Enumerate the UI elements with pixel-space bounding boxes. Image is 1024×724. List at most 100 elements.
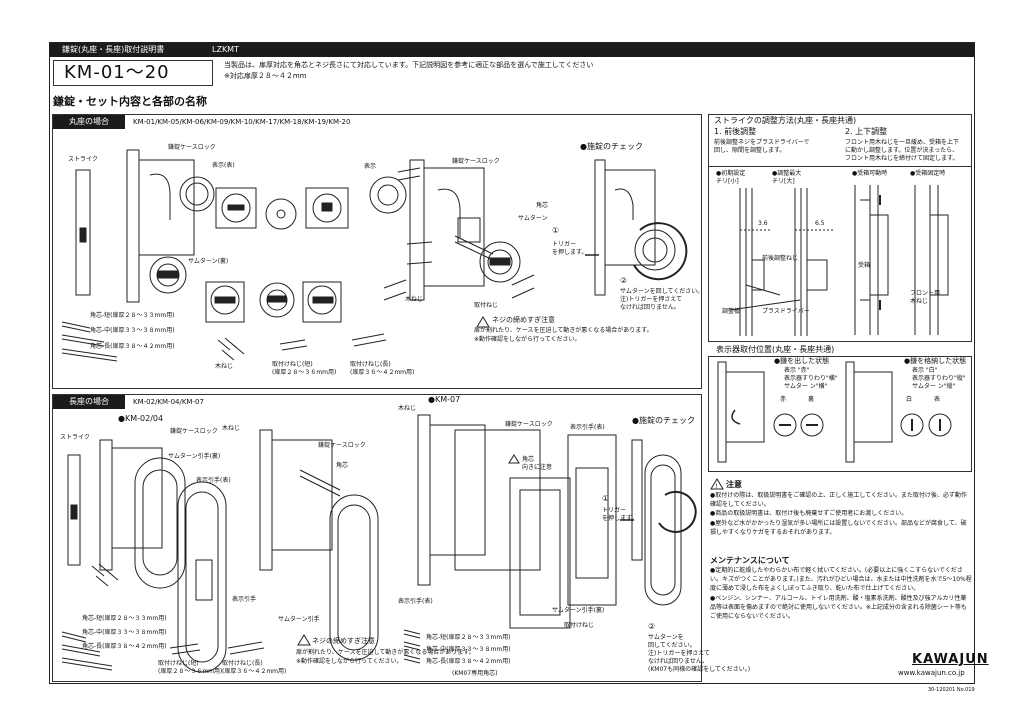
round-section — [52, 114, 702, 389]
round-models: KM-01/KM-05/KM-06/KM-09/KM-10/KM-17/KM-1… — [133, 118, 351, 126]
round-label-front: 表示(表) — [212, 162, 235, 169]
long-label-spindle-mid-km07: 角芯-中(扉厚３３～３８mm用) — [426, 646, 511, 653]
long-label-strike: ストライク — [60, 434, 90, 441]
adjust-label-plate: 調整板 — [722, 308, 741, 315]
round-section-bar: 丸座の場合 — [53, 115, 125, 129]
round-check-step2-num: ② — [620, 276, 628, 285]
adjust-diagram-2-title: ●調整最大 チリ[大] — [772, 170, 802, 185]
doc-number: 30-120201 No.019 — [928, 687, 975, 693]
page-frame — [49, 42, 975, 684]
round-label-screw-long: 取付けねじ(長) (扉厚３６～４２mm用) — [350, 361, 415, 376]
long-check-step1-num: ① — [602, 494, 610, 503]
display-b-back: 表 — [934, 396, 941, 403]
round-label-spindle: 角芯 — [536, 202, 549, 209]
header-bar: 鎌錠(丸座・長座)取付説明書 LZKMT — [50, 43, 974, 57]
long-label-front-pull-2: 表示引手(表) — [570, 424, 605, 431]
long-warn-title: ネジの締めすぎ注意 — [312, 637, 375, 645]
long-label-case-lock: 鎌錠ケースロック — [170, 428, 218, 435]
long-check-title: ●施錠のチェック — [632, 416, 695, 425]
round-label-indicator: 表示 — [364, 163, 377, 170]
doc-title: 鎌錠(丸座・長座)取付説明書 — [62, 45, 165, 54]
display-section — [708, 356, 972, 472]
adjust-diagram-4-title: ●受箱固定時 — [910, 170, 946, 177]
long-label-case-lock-km07: 鎌錠ケースロック — [505, 421, 553, 428]
caution-title: 注意 — [726, 480, 742, 489]
adjust-label-front-screw: フロント用 木ねじ — [910, 290, 941, 305]
round-label-thumbturn-back: サムターン(裏) — [188, 258, 229, 265]
long-label-wood-screw: 木ねじ — [222, 425, 241, 432]
long-label-thumbturn-back: サムターン引手(裏) — [168, 453, 221, 460]
section-heading: 鎌錠・セット内容と各部の名称 — [53, 95, 207, 108]
long-label-spindle-km07: 角芯 — [522, 456, 535, 463]
round-label-screw-short: 取付けねじ(短) (扉厚２８～３６mm用) — [272, 361, 337, 376]
display-a-title: ●鎌を出した状態 — [774, 357, 830, 365]
round-label-spindle-mid: 角芯-中(扉厚３３～３８mm用) — [90, 327, 175, 334]
round-label-spindle-long: 角芯-長(扉厚３８～４２mm用) — [90, 343, 175, 350]
adjust-section — [708, 114, 972, 342]
display-a-back: 裏 — [808, 396, 815, 403]
adjust-dim-2: 6.5 — [815, 220, 825, 227]
display-b-front: 白 — [906, 396, 913, 403]
caution-item-2: ●商品の取扱説明書は、取付け後も廃棄せずご使用者にお渡しください。 — [710, 510, 908, 517]
long-label-wood-screw-km07: 木ねじ — [398, 405, 417, 412]
long-section-bar: 長座の場合 — [53, 395, 125, 409]
round-check-step1-num: ① — [552, 226, 560, 235]
adjust-step1-title: 1. 前後調整 — [714, 127, 757, 136]
adjust-step1-body: 前後調整ネジをプラスドライバーで 回し、隙間を調整します。 — [714, 139, 810, 154]
display-title: 表示器取付位置(丸座・長座共通) — [716, 345, 835, 354]
long-label-thumbturn-pull-2: サムターン引手(裏) — [552, 607, 605, 614]
long-label-km07-note: (KM07専用角芯) — [452, 670, 498, 677]
adjust-label-box: 受箱 — [858, 262, 871, 269]
adjust-dim-1: 3.6 — [758, 220, 768, 227]
long-sub-km07: ●KM-07 — [428, 395, 461, 404]
intro-line-2: ※対応扉厚２８～４２mm — [224, 72, 307, 80]
long-check-step1: トリガー を押します。 — [602, 507, 638, 522]
adjust-label-driver: プラスドライバー — [762, 308, 810, 315]
long-models: KM-02/KM-04/KM-07 — [133, 398, 204, 406]
long-label-thumbturn-pull: サムターン引手 — [278, 616, 320, 623]
adjust-diagram-3-title: ●受箱可動時 — [852, 170, 888, 177]
long-label-screw-long: 取付けねじ(長) (扉厚３６～４２mm用) — [222, 660, 287, 675]
adjust-divider — [709, 166, 971, 167]
round-label-case-lock-2: 鎌錠ケースロック — [452, 158, 500, 165]
round-check-title: ●施錠のチェック — [580, 142, 643, 151]
long-label-screw-short: 取付けねじ(短) (扉厚２８～３６mm用) — [158, 660, 223, 675]
round-warn-title: ネジの締めすぎ注意 — [492, 316, 555, 324]
long-label-mount-screw: 取付けねじ — [564, 622, 595, 629]
model-range: KM-01～20 — [53, 60, 213, 86]
display-a-body: 表示 "赤" 表示器すりわり"横" サムター ン"横" — [784, 367, 838, 390]
intro-line-1: 当製品は、扉厚対応を角芯とネジ長さにて対応しています。下記説明図を参考に適正な部… — [224, 61, 594, 69]
long-label-spindle-mid: 角芯-中(扉厚３３～３８mm用) — [82, 629, 167, 636]
long-check-step2: サムターンを 回してください。 注)トリガーを押さえて なければ回りません。 (… — [648, 634, 751, 673]
round-label-case-lock: 鎌錠ケースロック — [168, 144, 216, 151]
adjust-step2-title: 2. 上下調整 — [845, 127, 888, 136]
caution-item-3: ●屋外など水がかかったり湿気が多い場所には設置しないでください。部品などが腐食し… — [710, 520, 967, 536]
long-label-front-pull: 表示引手 — [232, 596, 257, 603]
round-check-step2: サムターンを回してください。 注)トリガーを押さえて なければ回りません。 — [620, 288, 704, 311]
long-label-front: 表示引手(表) — [196, 477, 231, 484]
long-check-step2-num: ② — [648, 622, 656, 631]
long-label-front-pull-km07: 表示引手(表) — [398, 598, 433, 605]
brand-logo: KAWAJUN — [912, 652, 989, 667]
display-b-title: ●鎌を格納した状態 — [904, 357, 967, 365]
adjust-title: ストライクの調整方法(丸座・長座共通) — [714, 116, 857, 125]
maintenance-item-1: ●定期的に乾燥したやわらかい布で軽く拭いてください。(必要以上に強くこすらないで… — [710, 567, 972, 592]
maintenance-item-2: ●ベンジン、シンナー、アルコール、トイレ用洗剤、酸・塩素系洗剤、酸性及び強アルカ… — [710, 595, 967, 620]
svg-text:!: ! — [716, 483, 718, 490]
round-label-mount-screw: 取付ねじ — [474, 302, 499, 309]
adjust-diagram-1-title: ●初期設定 チリ[小] — [716, 170, 746, 185]
round-label-strike: ストライク — [68, 156, 98, 163]
long-label-direction: 向きに注意 — [522, 464, 553, 471]
long-label-spindle: 角芯 — [336, 462, 349, 469]
long-sub-km02-04: ●KM-02/04 — [118, 414, 164, 423]
round-label-spindle-short: 角芯-短(扉厚２８～３３mm用) — [90, 312, 175, 319]
long-label-spindle-short-km07: 角芯-短(扉厚２８～３３mm用) — [426, 634, 511, 641]
brand-url: www.kawajun.co.jp — [898, 669, 965, 677]
adjust-step2-body: フロント用木ねじを一旦緩め、受箱を上下 に動かし調整します。位置が決まったら、 … — [845, 139, 960, 162]
long-warn-body: 扉が割れたり、ケースを圧迫して動きが悪くなる場合があります。 ※動作確認をしなが… — [296, 649, 475, 665]
